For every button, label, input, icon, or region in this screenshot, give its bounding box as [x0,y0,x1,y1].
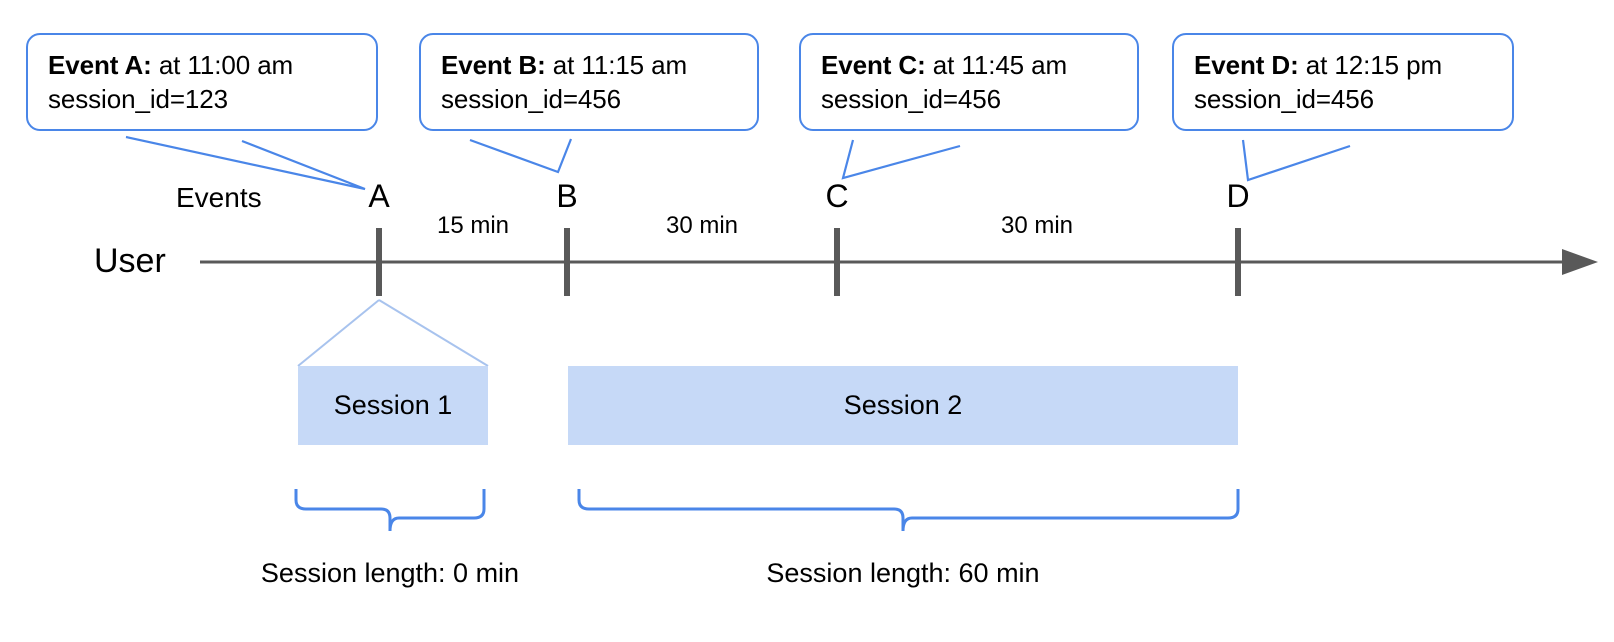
callout-a-session-id: session_id=123 [48,83,229,114]
session-bar-1-label: Session 1 [333,390,453,420]
callout-a-line1: Event A: at 11:00 am [48,49,358,83]
callout-c-time: at 11:45 am [925,50,1068,80]
row-label-user: User [94,242,166,280]
callout-d-session-id: session_id=456 [1194,83,1375,114]
session-length-label-2: Session length: 60 min [766,558,1040,588]
callout-c-line1: Event C: at 11:45 am [821,49,1119,83]
callout-event-b[interactable]: Event B: at 11:15 am session_id=456 [419,33,759,131]
event-letter-d: D [1226,178,1250,214]
callout-b-line1: Event B: at 11:15 am [441,49,739,83]
callout-tail-d [1241,139,1351,182]
callout-b-session-id: session_id=456 [441,83,622,114]
callout-c-session-id: session_id=456 [821,83,1002,114]
callout-event-c[interactable]: Event C: at 11:45 am session_id=456 [799,33,1139,131]
brace-session-1 [294,489,486,532]
session1-funnel [297,299,489,367]
event-letter-b: B [556,178,578,214]
gap-label-c-d: 30 min [1000,212,1074,239]
event-letter-c: C [825,178,849,214]
gap-label-a-b: 15 min [436,212,510,239]
callout-d-title: Event D: [1194,50,1299,80]
callout-a-title: Event A: [48,50,152,80]
callout-event-d[interactable]: Event D: at 12:15 pm session_id=456 [1172,33,1514,131]
gap-label-b-c: 30 min [665,212,739,239]
event-tick-marks [376,228,1241,296]
callout-tail-c [841,139,961,180]
callout-event-a[interactable]: Event A: at 11:00 am session_id=123 [26,33,378,131]
callout-c-title: Event C: [821,50,926,80]
event-letter-a: A [368,178,390,214]
callout-d-time: at 12:15 pm [1298,50,1443,80]
row-label-events: Events [176,182,262,213]
callout-a-time: at 11:00 am [151,50,294,80]
brace-session-2 [577,489,1240,532]
callout-tail-a [125,135,366,191]
callout-d-line1: Event D: at 12:15 pm [1194,49,1494,83]
callout-b-time: at 11:15 am [545,50,688,80]
timeline-axis [200,249,1598,275]
callout-tail-b [469,138,573,174]
axis-arrow-icon [1562,249,1598,275]
callout-tails [125,135,1351,191]
session-bar-2-label: Session 2 [843,390,963,420]
session-bar-2[interactable]: Session 2 [568,366,1238,445]
session-length-label-1: Session length: 0 min [260,558,520,588]
session-bar-1[interactable]: Session 1 [298,366,488,445]
callout-b-title: Event B: [441,50,546,80]
